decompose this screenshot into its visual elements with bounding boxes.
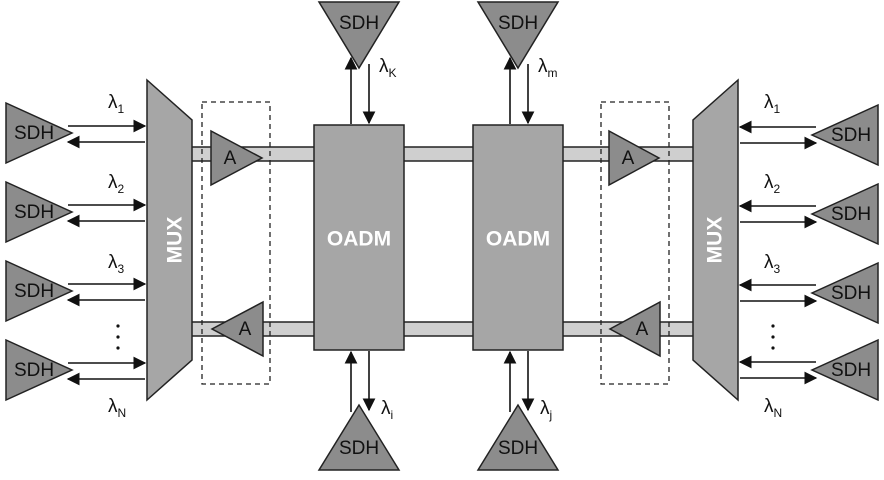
svg-text:SDH: SDH	[339, 13, 379, 34]
svg-text:A: A	[622, 148, 635, 169]
svg-text:A: A	[224, 148, 237, 169]
oadm-2: OADM	[472, 124, 564, 351]
sdh-drop-bottom-1: SDH	[317, 403, 401, 471]
svg-text:SDH: SDH	[14, 202, 54, 223]
lambda-k: λK	[379, 56, 397, 80]
add-drop-arrows	[344, 56, 535, 412]
right-channel-arrows	[738, 120, 818, 385]
sdh-left-2: SDH	[5, 180, 74, 244]
lambda-left-3: λ3	[108, 252, 125, 276]
sdh-right-2: SDH	[810, 182, 879, 246]
amplifier-right-top: A	[608, 129, 661, 187]
svg-text:SDH: SDH	[14, 360, 54, 381]
left-channel-arrows	[66, 119, 147, 386]
svg-text:SDH: SDH	[498, 13, 538, 34]
svg-text:SDH: SDH	[831, 125, 871, 146]
svg-text:SDH: SDH	[14, 281, 54, 302]
lambda-j: λj	[540, 398, 552, 422]
svg-text:SDH: SDH	[339, 438, 379, 459]
sdh-left-n: SDH	[5, 338, 74, 402]
lambda-left-1: λ1	[108, 92, 125, 116]
amplifier-left-bottom: A	[210, 300, 264, 358]
svg-text:A: A	[636, 319, 649, 340]
svg-text:SDH: SDH	[498, 438, 538, 459]
drop-lambda-labels: λK λm λi λj	[379, 56, 558, 422]
svg-text:SDH: SDH	[14, 123, 54, 144]
mux-left-label: MUX	[164, 217, 187, 264]
right-lambda-labels: λ1 λ2 λ3 λN	[764, 92, 782, 420]
amp-group-left	[201, 101, 271, 385]
right-terminals: SDH SDH SDH SDH	[810, 103, 879, 402]
amplifier-left-top: A	[210, 129, 264, 187]
lambda-left-n: λN	[108, 396, 126, 420]
svg-text:SDH: SDH	[831, 360, 871, 381]
left-terminals: SDH SDH SDH SDH	[5, 101, 74, 402]
mux-right-label: MUX	[704, 217, 727, 264]
sdh-left-1: SDH	[5, 101, 74, 165]
lambda-right-n: λN	[764, 396, 782, 420]
lambda-m: λm	[538, 56, 558, 80]
lambda-i: λi	[381, 398, 393, 422]
sdh-drop-top-2: SDH	[476, 1, 560, 70]
sdh-drop-top-1: SDH	[317, 1, 401, 70]
oadm-1: OADM	[313, 124, 405, 351]
lambda-right-3: λ3	[764, 252, 781, 276]
amp-group-right	[600, 101, 670, 385]
sdh-drop-bottom-2: SDH	[476, 403, 560, 471]
sdh-right-n: SDH	[810, 338, 879, 402]
sdh-right-1: SDH	[810, 103, 879, 167]
sdh-left-3: SDH	[5, 259, 74, 323]
sdh-right-3: SDH	[810, 261, 879, 325]
svg-text:SDH: SDH	[831, 283, 871, 304]
oadm-2-label: OADM	[486, 228, 550, 251]
lambda-right-1: λ1	[764, 92, 781, 116]
amplifier-right-bottom: A	[608, 300, 661, 358]
oadm-1-label: OADM	[327, 228, 391, 251]
ellipsis-right	[771, 324, 775, 350]
mux-left: MUX	[146, 78, 193, 402]
mux-right: MUX	[692, 78, 739, 402]
left-lambda-labels: λ1 λ2 λ3 λN	[108, 92, 126, 420]
svg-text:SDH: SDH	[831, 204, 871, 225]
ellipsis-left	[116, 324, 120, 350]
lambda-left-2: λ2	[108, 172, 125, 196]
svg-text:A: A	[239, 319, 252, 340]
lambda-right-2: λ2	[764, 172, 781, 196]
